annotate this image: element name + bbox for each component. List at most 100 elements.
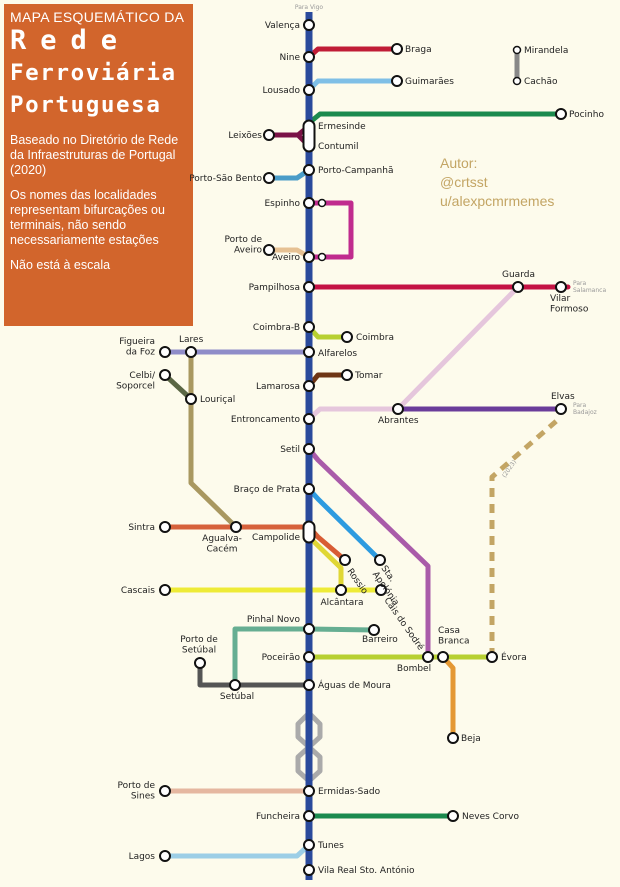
node-porto-de-aveiro[interactable] [263,244,275,256]
node-ermidas-sado[interactable] [303,785,315,797]
label-para-vigo: Para Vigo [295,4,324,11]
line-setubal-port [197,660,312,688]
label-elvas: Elvas [551,392,575,402]
node-pampilhosa[interactable] [303,281,315,293]
node-tomar[interactable] [341,369,353,381]
node-pinhal-novo[interactable] [303,623,315,635]
node-cais-do-sodre[interactable] [375,584,387,596]
node-nine[interactable] [303,51,315,63]
node-campolide[interactable] [302,520,316,544]
node-pocinho[interactable] [555,108,567,120]
node-lamarosa[interactable] [303,380,315,392]
label-braga: Braga [405,45,432,55]
node-porto-sao-bento[interactable] [263,172,275,184]
label-aguas-de-moura: Águas de Moura [318,679,391,691]
label-ermesinde: Ermesinde [318,122,366,132]
node-evora[interactable] [486,651,498,663]
node-casa-branca[interactable] [437,651,449,663]
node-sta-apolonia[interactable] [374,554,386,566]
node-aguas-de-moura[interactable] [303,679,315,691]
line-alcantara [306,534,344,593]
node-rossio[interactable] [339,554,351,566]
label-para-salamanca-2: Salamanca [573,287,606,294]
line-beira-baixa [306,284,521,422]
label-guarda: Guarda [502,270,535,280]
node-aveiro-loop[interactable] [317,252,327,262]
label-poceirao: Poceirão [262,653,301,663]
label-bombel: Bombel [397,664,431,674]
node-poceirao[interactable] [303,651,315,663]
author-handle-twitter: @crtsst [440,174,488,190]
node-beja[interactable] [447,732,459,744]
node-lagos[interactable] [159,850,171,862]
node-valenca[interactable] [303,19,315,31]
label-tunes: Tunes [317,841,344,851]
node-louricai[interactable] [185,393,197,405]
node-leixoes[interactable] [263,129,275,141]
node-alfarelos[interactable] [303,346,315,358]
label-valenca: Valença [265,21,300,31]
node-aveiro[interactable] [303,251,315,263]
node-setil[interactable] [303,443,315,455]
node-figueira[interactable] [159,346,171,358]
line-beja [440,654,456,741]
node-mirandela[interactable] [512,45,522,55]
node-funcheira[interactable] [303,810,315,822]
title-panel: MAPA ESQUEMÁTICO DA Rede Ferroviária Por… [4,4,193,326]
node-coimbra-b[interactable] [303,321,315,333]
label-cachao: Cachão [524,77,558,87]
node-coimbra[interactable] [341,331,353,343]
node-agualva-cacem[interactable] [230,521,242,533]
title-top: MAPA ESQUEMÁTICO DA [10,9,185,25]
label-evora: Évora [501,651,527,663]
node-sintra[interactable] [159,521,171,533]
label-entroncamento: Entroncamento [231,415,301,425]
line-guimaraes [306,78,400,93]
node-abrantes[interactable] [392,403,404,415]
node-espinho[interactable] [303,197,315,209]
label-guimaraes: Guimarães [405,77,454,87]
node-bombel[interactable] [422,651,434,663]
node-cachao[interactable] [512,76,522,86]
node-tunes[interactable] [303,839,315,851]
line-lagos [162,842,312,859]
node-guarda[interactable] [512,281,524,293]
station-labels: Para VigoValençaNineBragaLousadoGuimarãe… [116,4,606,876]
node-neves-corvo[interactable] [447,810,459,822]
label-campolide: Campolide [252,533,300,543]
node-lousado[interactable] [303,84,315,96]
node-espinho-loop[interactable] [317,198,327,208]
node-setubal[interactable] [229,679,241,691]
label-pinhal-novo: Pinhal Novo [247,615,301,625]
node-vila-real[interactable] [303,864,315,876]
label-contumil: Contumil [318,142,359,152]
node-alcantara[interactable] [335,584,347,596]
scale-note: Não está à escala [10,258,111,272]
node-guimaraes[interactable] [391,75,403,87]
node-porto-de-sines[interactable] [159,785,171,797]
label-funcheira: Funcheira [256,812,300,822]
label-espinho: Espinho [264,199,300,209]
node-cascais[interactable] [159,584,171,596]
node-entroncamento[interactable] [303,413,315,425]
label-lares: Lares [179,335,204,345]
node-ermesinde[interactable] [302,119,316,153]
node-braco-de-prata[interactable] [303,483,315,495]
label-setubal: Setúbal [220,692,254,702]
node-elvas[interactable] [555,403,567,415]
node-vilar-formoso[interactable] [555,281,567,293]
node-barreiro[interactable] [368,624,380,636]
node-porto-campanha[interactable] [303,164,315,176]
node-porto-de-setubal[interactable] [194,657,206,669]
node-celbi[interactable] [159,369,171,381]
label-sintra: Sintra [128,523,155,533]
line-evora-elvas-2023 [489,415,563,657]
node-lares[interactable] [185,346,197,358]
line-braga [306,46,400,60]
node-braga[interactable] [391,43,403,55]
